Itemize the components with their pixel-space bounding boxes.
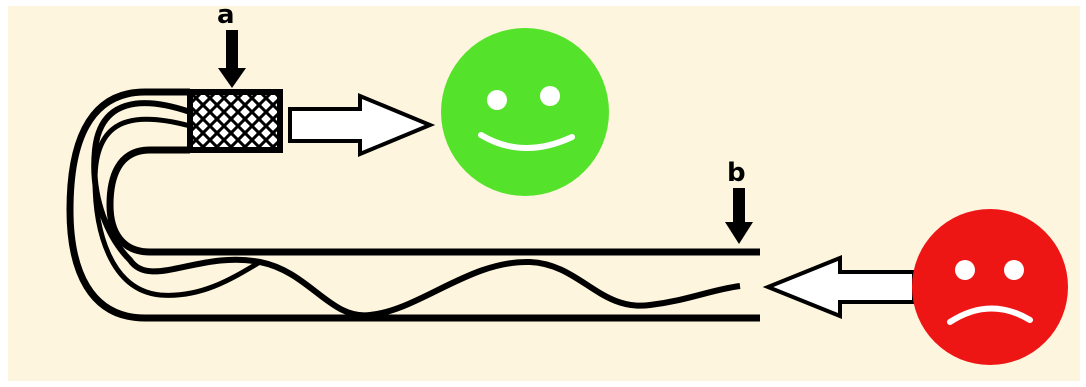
arrow-left-icon (762, 255, 916, 319)
tube-outer-wall (66, 88, 760, 322)
tube-inner-wall (106, 146, 760, 256)
wavy-filament-2 (92, 116, 262, 298)
label-a: a (217, 0, 235, 30)
filter-block (187, 89, 283, 153)
arrow-down-icon (725, 188, 753, 244)
sad-face-icon (912, 209, 1068, 365)
happy-face-icon (441, 28, 609, 196)
arrow-down-icon (218, 30, 246, 88)
arrow-right-icon (288, 93, 436, 157)
label-b: b (727, 158, 746, 188)
